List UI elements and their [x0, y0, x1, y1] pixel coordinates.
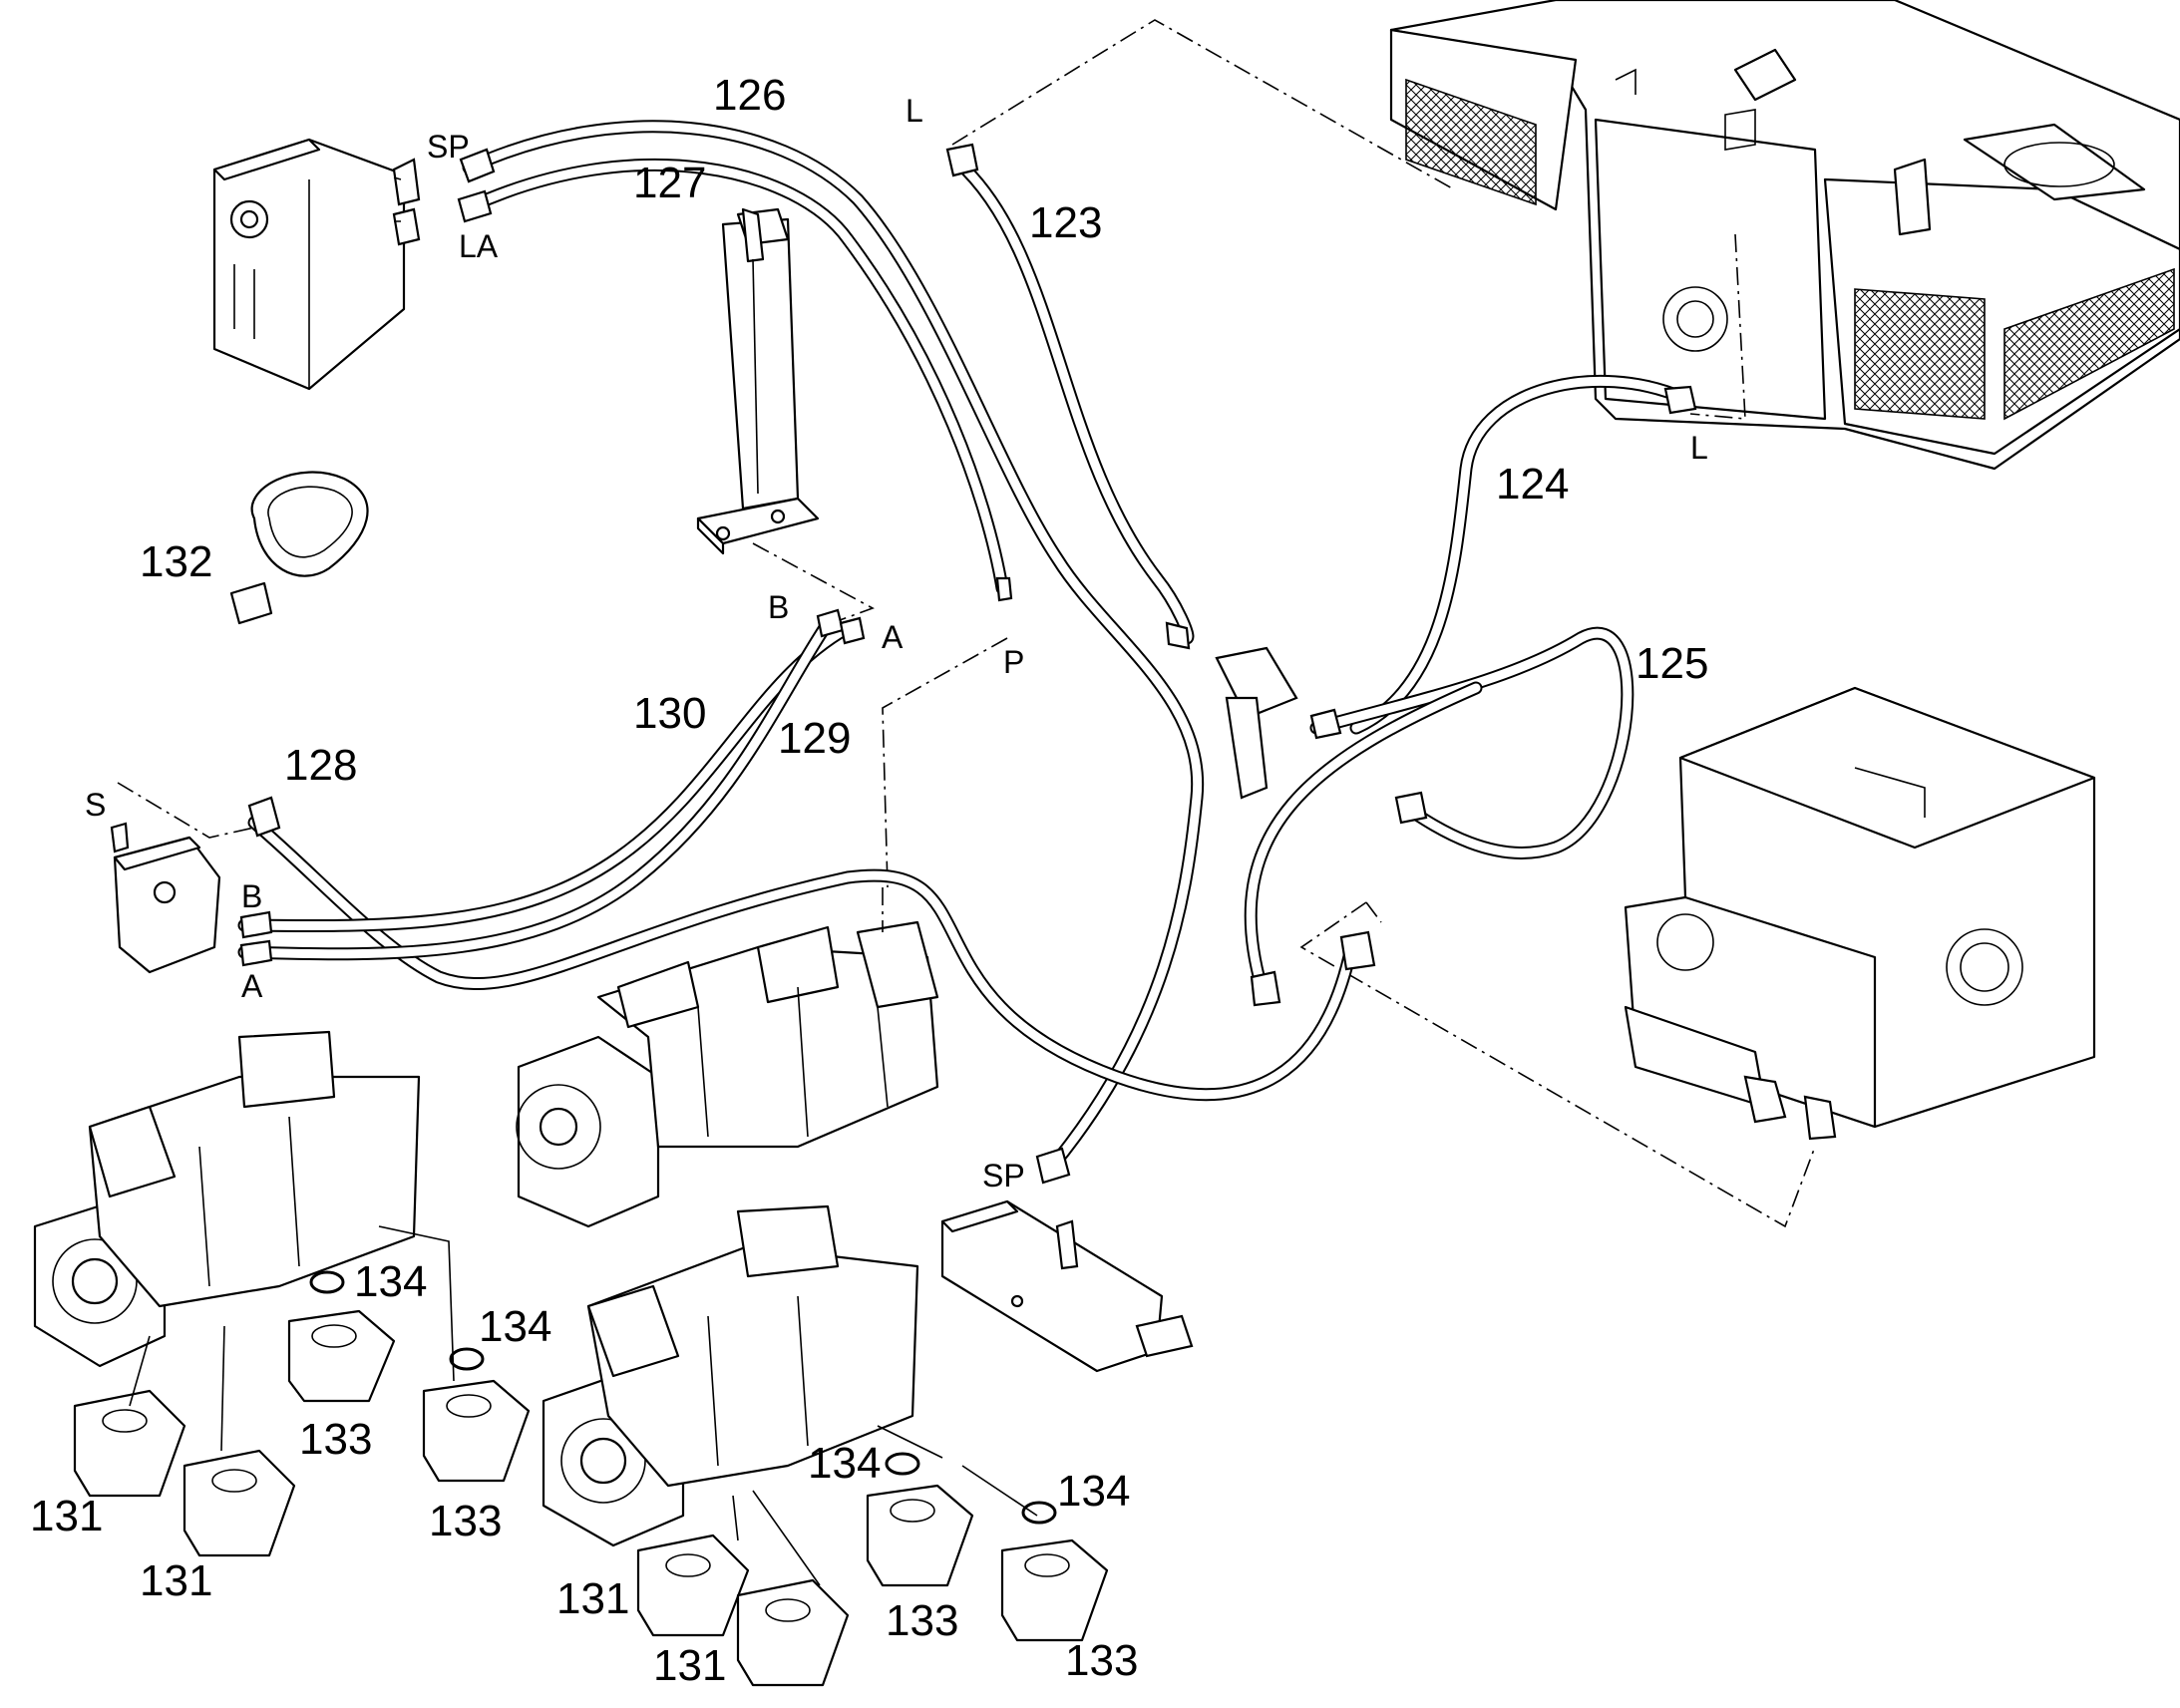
- label-123: 123: [1029, 198, 1102, 247]
- distributor-valve: [940, 1199, 1194, 1373]
- label-131-c: 131: [556, 1574, 629, 1623]
- port-l-top: L: [906, 93, 923, 129]
- tandem-pump-bottom: [542, 1204, 919, 1547]
- label-131-b: 131: [140, 1556, 212, 1605]
- label-134-b: 134: [479, 1302, 551, 1351]
- label-133-d: 133: [1065, 1636, 1138, 1685]
- flange-133-d: [1000, 1538, 1109, 1642]
- label-127: 127: [633, 159, 706, 207]
- port-p: P: [1003, 644, 1024, 680]
- port-l-right: L: [1690, 430, 1708, 466]
- port-a-top: A: [882, 619, 904, 655]
- flange-131-a: [73, 1389, 186, 1498]
- label-134-c: 134: [808, 1439, 881, 1488]
- label-131-a: 131: [30, 1492, 103, 1540]
- port-la: LA: [459, 228, 499, 264]
- o-rings-134: [309, 1270, 1057, 1525]
- flange-133-a: [287, 1309, 396, 1403]
- label-131-d: 131: [653, 1641, 726, 1690]
- flange-131-b: [182, 1449, 296, 1557]
- hydraulic-tank: [1624, 686, 2096, 1141]
- label-132: 132: [140, 537, 212, 586]
- label-124: 124: [1496, 460, 1569, 509]
- hose-fittings: [239, 143, 1697, 1185]
- port-b-left: B: [241, 878, 262, 914]
- flange-131-c: [636, 1534, 750, 1637]
- brake-valve-block: [110, 822, 221, 974]
- control-valve-box: [212, 138, 421, 391]
- label-133-c: 133: [886, 1596, 958, 1645]
- label-134-a: 134: [354, 1257, 427, 1306]
- label-128: 128: [284, 741, 357, 790]
- label-125: 125: [1635, 639, 1708, 688]
- tandem-pump-centre: [516, 920, 939, 1228]
- tandem-pump-left: [33, 1030, 421, 1368]
- label-133-a: 133: [299, 1415, 372, 1464]
- flange-131-d: [736, 1578, 850, 1687]
- label-129: 129: [778, 714, 851, 763]
- flange-133-b: [422, 1379, 531, 1483]
- engine-hood-assembly: [1389, 0, 2180, 471]
- label-126: 126: [713, 71, 786, 120]
- label-133-b: 133: [429, 1497, 502, 1545]
- cable-tie-132: [229, 471, 369, 625]
- label-134-d: 134: [1057, 1467, 1130, 1516]
- port-s: S: [85, 787, 106, 823]
- hoses: [237, 120, 1692, 1174]
- port-sp-top: SP: [427, 129, 470, 165]
- port-labels: SP LA L L P B A S B A SP: [85, 93, 1708, 1194]
- flange-133-c: [866, 1484, 974, 1587]
- port-a-left: A: [241, 968, 263, 1004]
- label-130: 130: [633, 689, 706, 738]
- part-labels: 126 127 123 124 125 132 130 129 128 134 …: [30, 71, 1708, 1690]
- port-b-top: B: [768, 589, 789, 625]
- steering-cylinder: [696, 207, 820, 555]
- leader-lines: [129, 1225, 1038, 1586]
- port-sp-bottom: SP: [982, 1158, 1025, 1194]
